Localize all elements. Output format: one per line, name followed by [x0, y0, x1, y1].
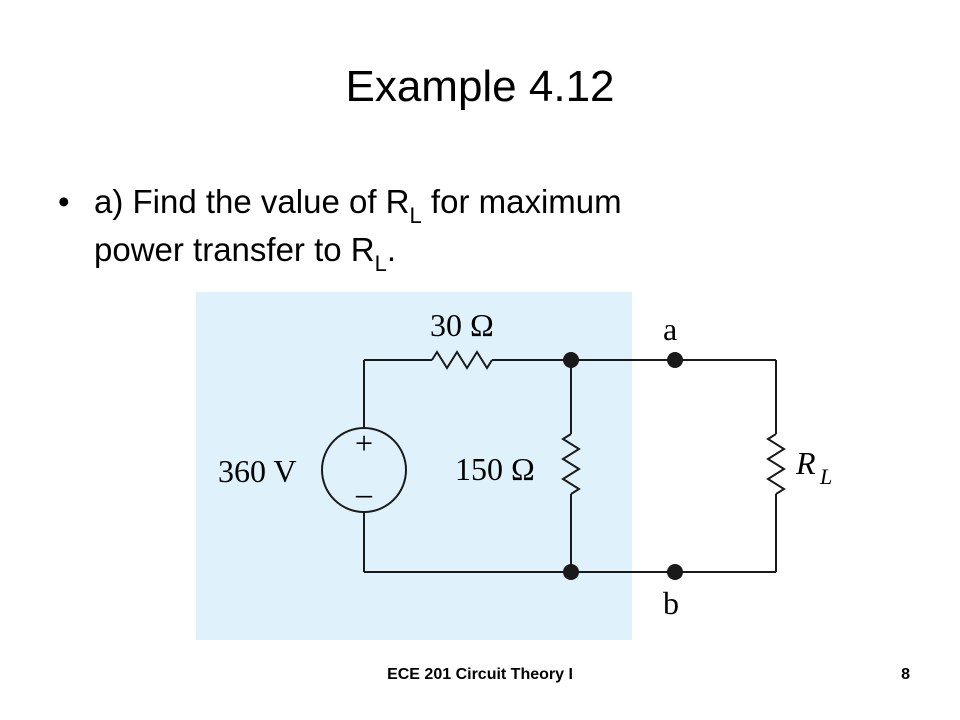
terminal-a-dot [667, 352, 683, 368]
resistor-150-ohm [561, 433, 581, 495]
bullet-line-2: power transfer to RL. [94, 231, 397, 276]
terminal-a-label: a [663, 311, 677, 347]
node-top-junction [563, 352, 579, 368]
footer-course: ECE 201 Circuit Theory I [387, 666, 573, 683]
resistor-30-ohm [431, 350, 493, 370]
source-label: 360 V [218, 453, 297, 489]
r-load-subscript: L [819, 464, 832, 489]
source-plus-sign: + [355, 425, 373, 461]
resistor-load [766, 433, 786, 495]
terminal-b-dot [667, 564, 683, 580]
r-load-label: R [795, 445, 816, 481]
thevenin-shaded-region [196, 292, 632, 640]
source-minus-sign: – [355, 475, 373, 511]
subscript-l: L [409, 203, 422, 228]
r-series-label: 30 Ω [430, 307, 494, 343]
voltage-source-symbol [321, 427, 407, 513]
terminal-b-label: b [663, 585, 679, 621]
footer-page-number: 8 [901, 666, 910, 683]
node-bottom-junction [563, 564, 579, 580]
bullet-marker: • [58, 183, 70, 220]
subscript-l: L [374, 251, 387, 276]
r-shunt-label: 150 Ω [455, 451, 535, 487]
bullet-line-1: a) Find the value of RL for maximum [94, 183, 622, 228]
slide-title: Example 4.12 [345, 62, 615, 111]
